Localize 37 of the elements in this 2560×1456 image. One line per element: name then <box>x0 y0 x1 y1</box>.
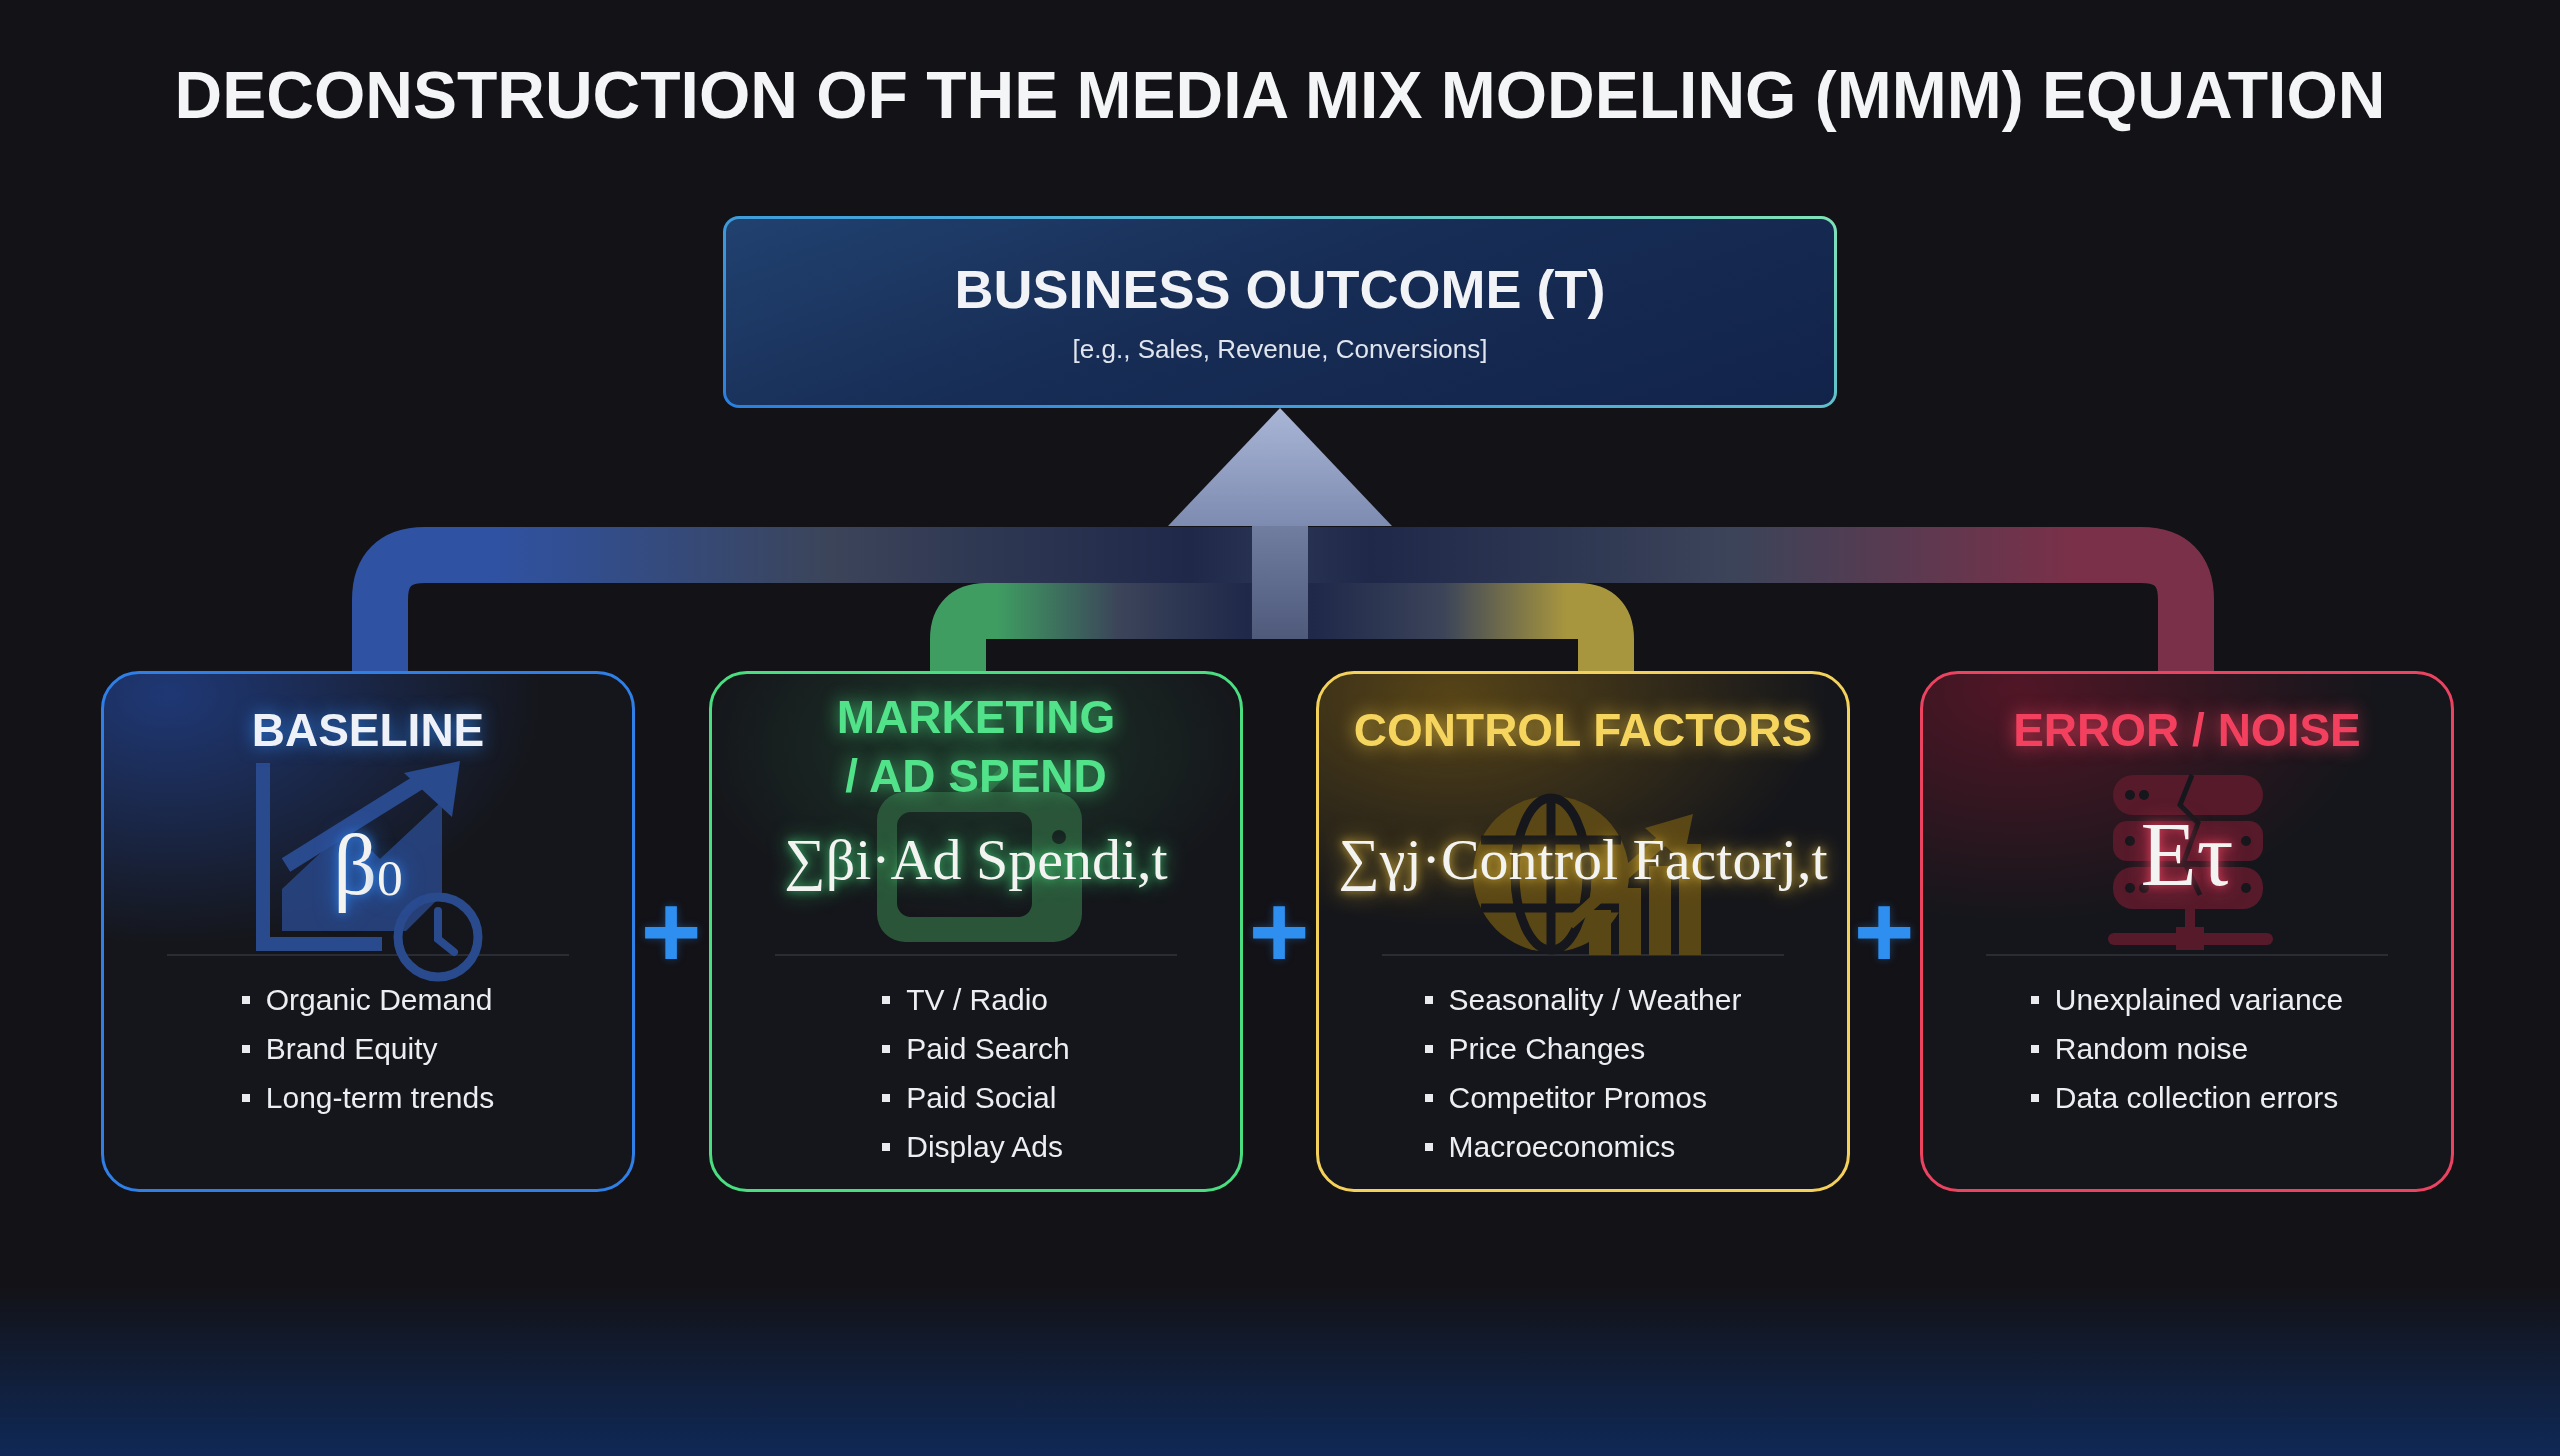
category-card <box>1316 671 1850 1192</box>
arrow <box>1168 408 1392 639</box>
category-card <box>101 671 635 1192</box>
box-title: BUSINESS OUTCOME (T) <box>954 258 1606 320</box>
card-heading: ERROR / NOISE <box>2013 703 2361 758</box>
bullet-text: Data collection errors <box>2054 1079 2339 1116</box>
connector-line <box>1308 583 1634 671</box>
bullet-text: Price Changes <box>1448 1030 1646 1067</box>
box-subtitle: [e.g., Sales, Revenue, Conversions] <box>1072 333 1488 366</box>
card-heading: MARKETING / AD SPEND <box>835 690 1117 804</box>
bullet-text: Competitor Promos <box>1448 1079 1707 1116</box>
card-heading: BASELINE <box>251 703 485 758</box>
bullet-text: Brand Equity <box>265 1030 438 1067</box>
plus-sign: + <box>640 879 702 983</box>
formula-text: Eτ <box>2140 802 2234 908</box>
category-card <box>1920 671 2454 1192</box>
bullet-text: TV / Radio <box>906 981 1048 1018</box>
bullet-text: Paid Search <box>906 1030 1070 1067</box>
connector-line <box>1308 527 2214 671</box>
bullet-text: Seasonality / Weather <box>1448 981 1742 1018</box>
bullet-text: Random noise <box>2054 1030 2249 1067</box>
connector-line <box>930 583 1252 671</box>
bullet-text: Organic Demand <box>265 981 493 1018</box>
formula-text: ∑βi·Ad Spendi,t <box>784 826 1168 894</box>
bullet-text: Display Ads <box>906 1128 1064 1165</box>
bullet-text: Macroeconomics <box>1448 1128 1676 1165</box>
page-title: DECONSTRUCTION OF THE MEDIA MIX MODELING (MMM) EQUATION <box>174 58 2386 132</box>
outcome-box <box>723 216 1837 408</box>
bullet-text: Long-term trends <box>265 1079 495 1116</box>
connector-line <box>352 527 1252 671</box>
plus-sign: + <box>1853 879 1915 983</box>
formula-text: ∑γj·Control Factorj,t <box>1338 826 1828 894</box>
bullet-text: Paid Social <box>906 1079 1057 1116</box>
plus-sign: + <box>1248 879 1310 983</box>
bullet-text: Unexplained variance <box>2054 981 2344 1018</box>
card-heading: CONTROL FACTORS <box>1353 703 1813 758</box>
category-card <box>709 671 1243 1192</box>
